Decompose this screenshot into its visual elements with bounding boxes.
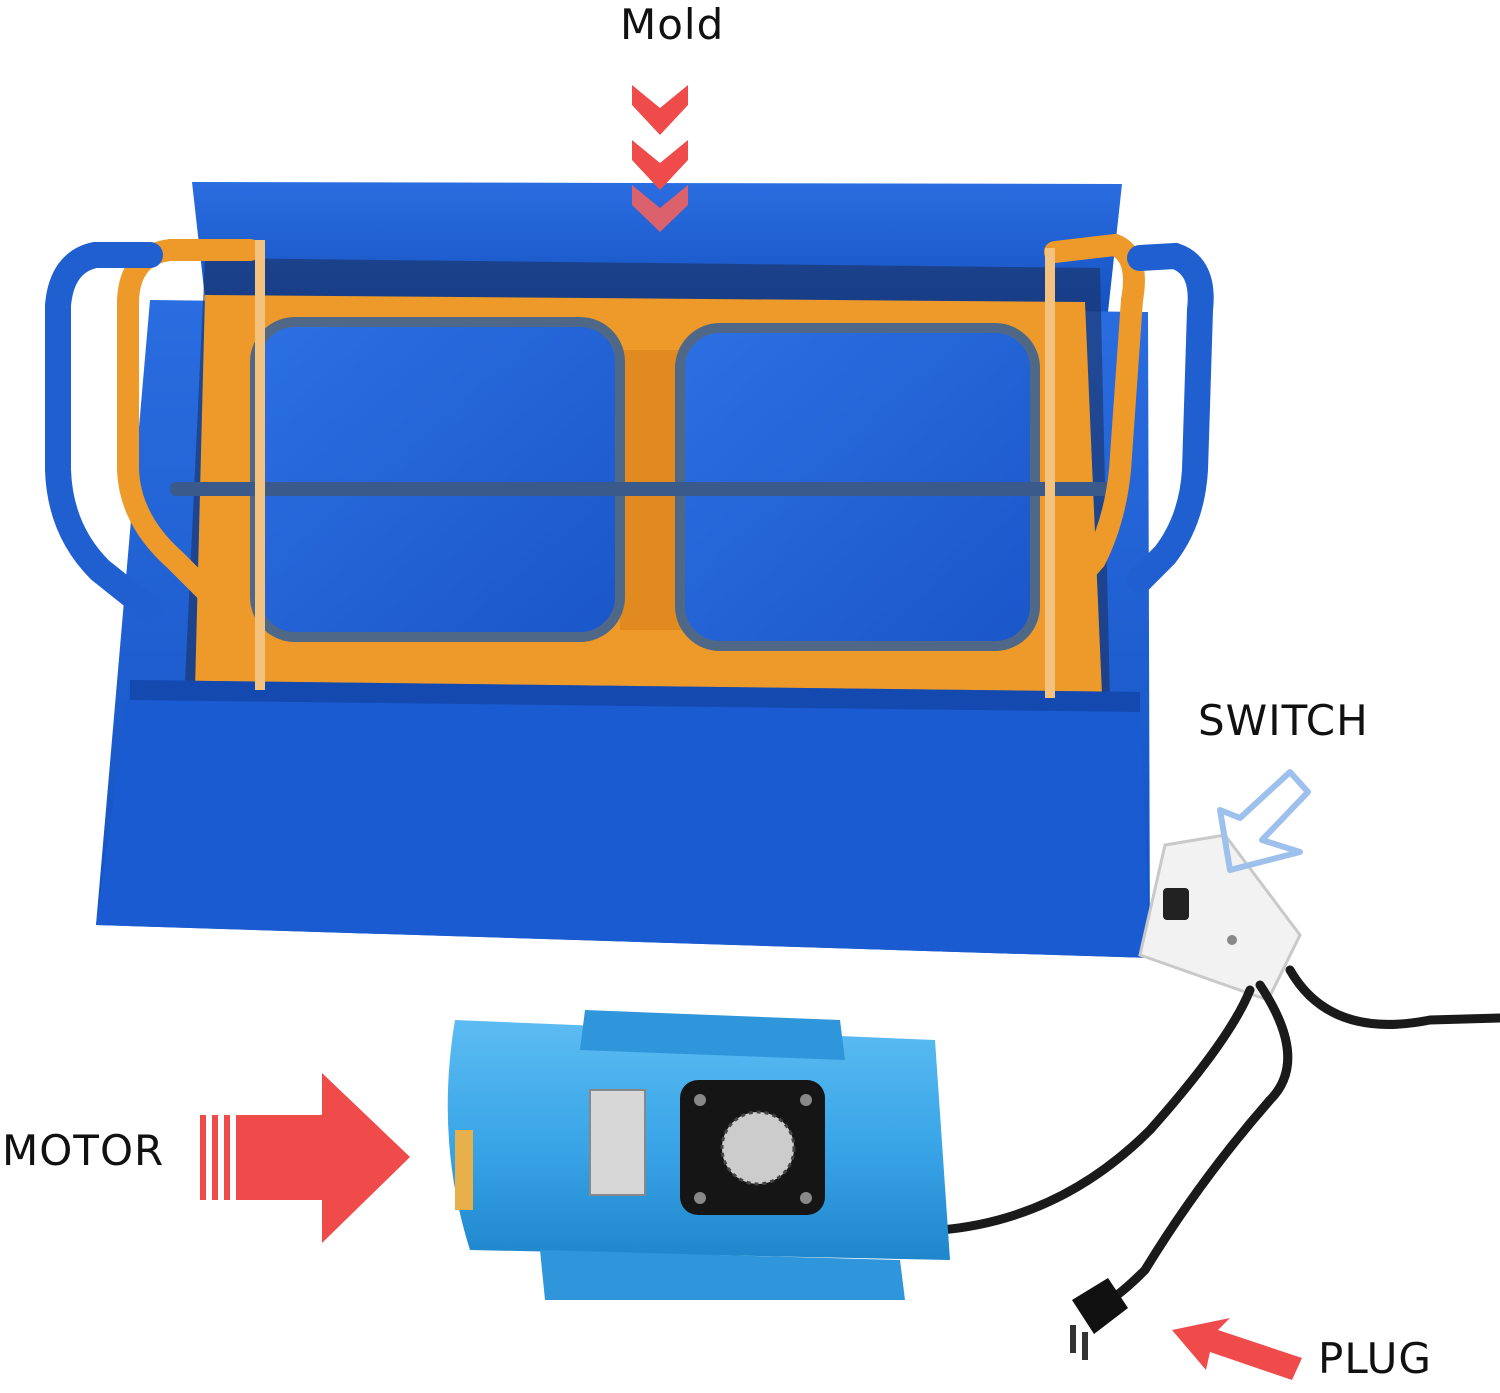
power-plug — [1070, 1278, 1128, 1360]
blue-handle-right — [1127, 242, 1214, 593]
orange-handle-right — [1044, 233, 1145, 611]
mold-front-wall — [96, 680, 1150, 958]
outline-down-left-arrow-icon — [1217, 769, 1311, 873]
blue-handle-left — [45, 242, 163, 623]
up-left-arrow-icon — [1172, 1318, 1302, 1380]
plug-label: PLUG — [1318, 1334, 1432, 1383]
motor-nameplate — [589, 1089, 646, 1196]
switch-toggle — [1163, 888, 1189, 920]
switch-box — [1138, 833, 1302, 1002]
vibration-motor — [447, 1010, 950, 1300]
motor-label: MOTOR — [2, 1126, 165, 1175]
switch-label: SWITCH — [1198, 696, 1369, 745]
right-arrow-icon — [200, 1073, 410, 1243]
mold-label: Mold — [620, 0, 725, 49]
chevron-down-arrow-icon — [632, 85, 688, 232]
mold-machine — [45, 182, 1214, 958]
press-lid-left — [250, 317, 625, 642]
